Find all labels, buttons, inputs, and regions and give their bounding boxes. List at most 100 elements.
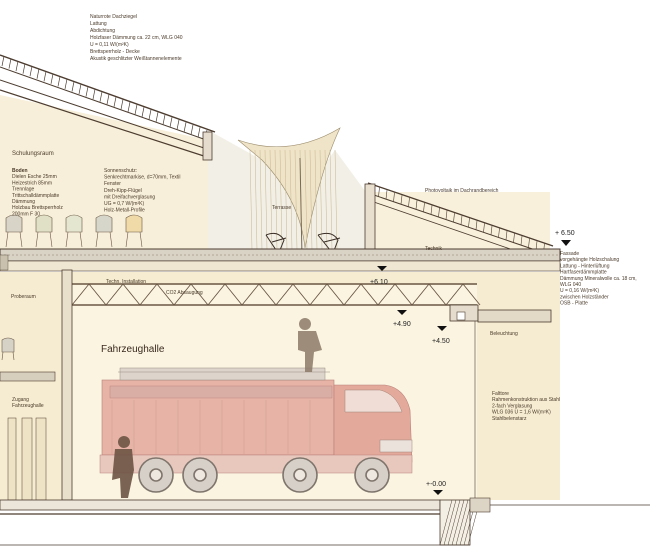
pv-module-rib <box>445 210 448 220</box>
roof-tile <box>99 91 103 102</box>
fassade-line: Hartfaserdämmplatte <box>560 270 607 276</box>
firefighter-kneeling <box>112 436 134 498</box>
roof-tile <box>57 76 61 87</box>
sail-stripe <box>264 149 268 251</box>
chair-seat <box>65 214 83 233</box>
sonnen-line: Senkrechtmarkise, d=70mm, Textil <box>104 175 180 181</box>
chair-leg <box>49 231 53 248</box>
pv-module-rib <box>475 220 478 230</box>
beleuchtung-label: Beleuchtung <box>490 331 518 337</box>
fahrzeughalle-label: Fahrzeughalle <box>101 344 165 355</box>
technik-label: Technik <box>425 246 442 252</box>
boden-line: Trittschalldämmplatte <box>12 193 60 199</box>
boden-line: Holzbau Brettsperrholz <box>12 205 63 211</box>
roof-tile <box>15 61 19 72</box>
roof-tile <box>190 124 194 135</box>
roof-tile <box>148 109 152 120</box>
roof-tile <box>106 94 110 105</box>
techn-installation-label: Techn. Installation <box>106 279 146 285</box>
sonnen-line: UG = 0,7 W/(m²K) <box>104 201 144 207</box>
sail-stripe <box>319 149 323 251</box>
level-450: +4.50 <box>432 338 450 345</box>
hatch-line <box>455 499 469 546</box>
sail-stripe <box>289 149 293 251</box>
roof-layers-line: Lattung <box>90 21 107 27</box>
schulungsraum-label: Schulungsraum <box>12 151 54 157</box>
roof-tile <box>36 68 40 79</box>
sail-stripe <box>254 149 258 251</box>
terrasse-label: Terrasse <box>272 205 291 211</box>
truss-member <box>224 283 243 306</box>
hatch-line <box>447 499 461 546</box>
co2-absaugung-label: CO2 Absaugung <box>166 290 203 296</box>
chair-seat <box>95 214 113 233</box>
truss-member <box>309 283 328 306</box>
falttore-line: WLG 036 U = 1,6 W/(m²K) <box>492 410 551 416</box>
pv-module-rib <box>430 205 433 215</box>
pv-module-rib <box>468 218 470 228</box>
fassade-line: OSB - Platte <box>560 301 588 307</box>
pv-module-rib <box>483 223 485 233</box>
fassade-line: vorgehängte Holzschalung <box>560 257 619 263</box>
fassade-line: Dämmung Mineralwolle ca. 18 cm, <box>560 276 637 282</box>
fassade-line: U = 0,16 W/(m²K) <box>560 288 599 294</box>
sail-stripe <box>334 149 338 251</box>
level-610: +6.10 <box>370 279 388 286</box>
truss-member <box>258 283 277 306</box>
chair-leg <box>109 231 113 248</box>
roof-tile <box>134 104 138 115</box>
truss-member <box>428 283 447 306</box>
pv-module-rib <box>423 202 425 212</box>
pv-module-rib <box>498 228 500 238</box>
chair-leg <box>5 231 9 248</box>
truss-member <box>241 283 260 306</box>
proberaum-chair <box>1 337 15 361</box>
roof-tile <box>162 114 166 125</box>
level-650: + 6.50 <box>555 230 575 237</box>
roof-tile <box>127 101 131 112</box>
truss-member <box>105 283 124 306</box>
chair-seat <box>125 214 143 233</box>
roof-layers-line: Brettsperrholz - Decke <box>90 49 140 55</box>
truss-member <box>411 283 430 306</box>
boden-line: Dielen Esche 25mm <box>12 174 57 180</box>
roof-tile <box>120 99 124 110</box>
truss-member <box>207 283 226 306</box>
hatch-line <box>439 499 453 546</box>
truss-member <box>445 283 464 306</box>
walls <box>0 254 552 501</box>
roof-tile <box>169 117 173 128</box>
pv-module-rib <box>393 192 395 202</box>
truss-member <box>326 283 345 306</box>
truss-member <box>88 283 107 306</box>
chair-leg <box>65 231 69 248</box>
boden-line: Heizestrich 85mm <box>12 180 52 186</box>
truss-member <box>122 283 141 306</box>
fassade-line: zwischen Holzständer <box>560 294 609 300</box>
chair-seat <box>5 214 23 233</box>
roof-tile <box>29 66 33 77</box>
pv-module-rib <box>513 233 515 243</box>
pv-module-rib <box>505 230 508 240</box>
roof-tile <box>64 78 68 90</box>
zugang-line: Zugang <box>12 397 29 403</box>
truss-member <box>139 283 158 306</box>
pv-module-rib <box>528 238 530 248</box>
pv-module-rib <box>415 200 418 210</box>
falttore-line: Falttore <box>492 391 509 397</box>
truss-member <box>190 283 209 306</box>
chair-leg <box>79 231 83 248</box>
hatch-line <box>443 499 457 546</box>
chair-leg <box>35 231 39 248</box>
chair-leg <box>19 231 23 248</box>
boden-line: Boden <box>12 168 28 174</box>
boden-line: 200mm F 30 <box>12 211 40 217</box>
truss-member <box>71 283 90 306</box>
roof-layers-line: Abdichtung <box>90 28 115 34</box>
truck-wheels <box>138 457 390 493</box>
sail-stripe <box>329 149 333 251</box>
